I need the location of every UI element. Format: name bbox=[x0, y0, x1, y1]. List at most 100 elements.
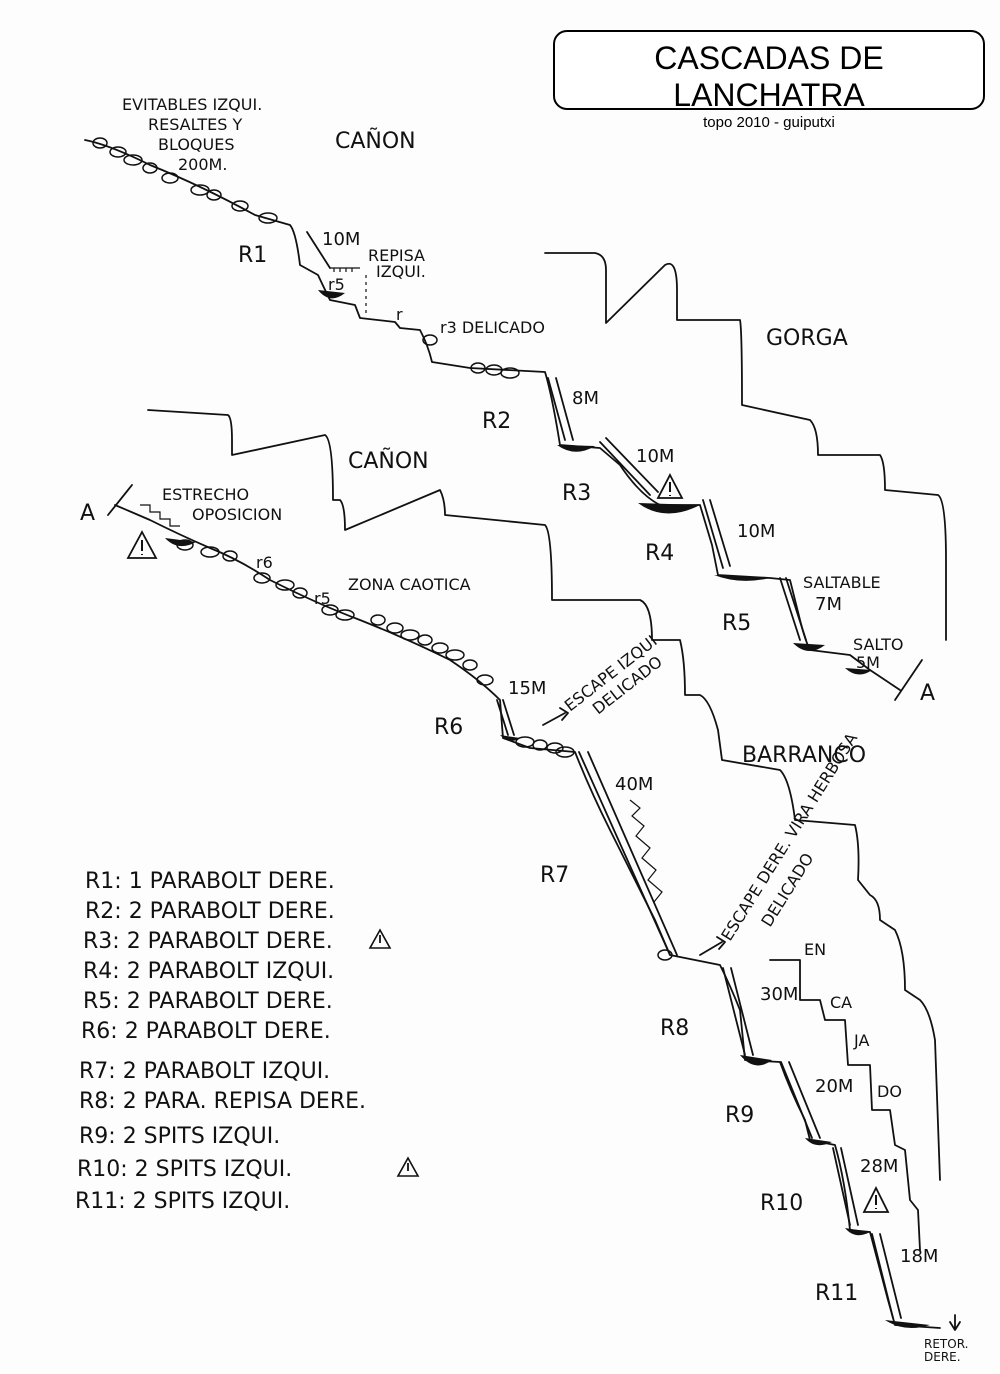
legend-item: R11: 2 SPITS IZQUI. bbox=[75, 1189, 290, 1214]
boulder bbox=[462, 659, 478, 671]
note-r3-delicado: r3 DELICADO bbox=[440, 318, 545, 337]
marker-a-line-right bbox=[894, 659, 923, 701]
boulder bbox=[253, 572, 271, 584]
warning-icon bbox=[862, 1185, 890, 1213]
boulder bbox=[500, 367, 520, 379]
boulder bbox=[555, 746, 575, 758]
boulder bbox=[222, 550, 238, 562]
drop-arrows bbox=[306, 231, 902, 1319]
boulder bbox=[431, 642, 449, 654]
boulder bbox=[386, 622, 404, 634]
rappel-height: 28M bbox=[860, 1156, 898, 1177]
boulder bbox=[92, 137, 108, 149]
warning-icon bbox=[368, 928, 392, 949]
boulder bbox=[161, 172, 179, 184]
legend-item: R5: 2 PARABOLT DERE. bbox=[83, 989, 333, 1014]
boulder bbox=[657, 949, 673, 961]
note-do: DO bbox=[877, 1082, 902, 1101]
section-canon-mid: CAÑON bbox=[348, 447, 429, 474]
note-zona: ZONA CAOTICA bbox=[348, 575, 471, 594]
warning-icon bbox=[656, 473, 684, 499]
rappel-height: 7M bbox=[815, 594, 842, 615]
rappel-id: R1 bbox=[238, 243, 267, 268]
legend-item: R9: 2 SPITS IZQUI. bbox=[79, 1124, 280, 1149]
marker-a-line-left bbox=[107, 484, 133, 516]
rappel-id: R2 bbox=[482, 409, 511, 434]
section-canon-top: CAÑON bbox=[335, 127, 416, 154]
note-r: r bbox=[396, 305, 403, 324]
anchor-legend: R1: 1 PARABOLT DERE. R2: 2 PARABOLT DERE… bbox=[75, 869, 420, 1214]
rappel-id: R10 bbox=[760, 1191, 803, 1216]
marker-a: A bbox=[920, 681, 935, 706]
rappel-height: 10M bbox=[322, 229, 360, 250]
note-retor-1: RETOR. bbox=[924, 1337, 968, 1351]
legend-item: R2: 2 PARABOLT DERE. bbox=[85, 899, 335, 924]
legend-item: R1: 1 PARABOLT DERE. bbox=[85, 869, 335, 894]
boulder bbox=[321, 604, 339, 616]
boulder bbox=[109, 146, 127, 158]
note-evitables-4: 200M. bbox=[178, 155, 227, 174]
boulder bbox=[292, 587, 308, 599]
rappel-height: 30M bbox=[760, 984, 798, 1005]
boulder bbox=[123, 154, 143, 166]
rappel-id: R5 bbox=[722, 611, 751, 636]
note-en: EN bbox=[804, 940, 826, 959]
rappel-id: R8 bbox=[660, 1016, 689, 1041]
boulder bbox=[546, 742, 564, 754]
boulder bbox=[176, 539, 194, 551]
rappel-id: R6 bbox=[434, 715, 463, 740]
rappel-height: 20M bbox=[815, 1076, 853, 1097]
warning-icon bbox=[396, 1156, 420, 1177]
note-retor-2: DERE. bbox=[924, 1350, 961, 1364]
boulder bbox=[476, 674, 494, 686]
boulder bbox=[400, 629, 420, 641]
title: CASCADAS DE LANCHATRA bbox=[654, 40, 884, 113]
note-oposicion: OPOSICION bbox=[192, 505, 282, 524]
note-saltable: SALTABLE bbox=[803, 573, 881, 592]
section-barranco: BARRANCO bbox=[742, 743, 866, 768]
boulder bbox=[532, 739, 548, 751]
rappel-id: R3 bbox=[562, 481, 591, 506]
gorga-wall bbox=[544, 252, 947, 641]
note-evitables-1: EVITABLES IZQUI. bbox=[122, 95, 262, 114]
canon-wall bbox=[147, 409, 941, 1181]
note-repisa-2: IZQUI. bbox=[376, 262, 426, 281]
rappel-id: R11 bbox=[815, 1281, 858, 1306]
boulder bbox=[190, 184, 210, 196]
rappel-height: 10M bbox=[737, 521, 775, 542]
estrecho-steps bbox=[140, 504, 180, 527]
note-ja: JA bbox=[853, 1031, 869, 1050]
boulder bbox=[417, 634, 433, 646]
escape-arrow-left bbox=[542, 707, 569, 726]
boulder bbox=[275, 579, 295, 591]
boulder bbox=[200, 546, 220, 558]
legend-item: R7: 2 PARABOLT IZQUI. bbox=[79, 1059, 330, 1084]
note-evitables-3: BLOQUES bbox=[158, 135, 234, 154]
boulder bbox=[470, 362, 486, 374]
rappel-height: 8M bbox=[572, 388, 599, 409]
legend-item: R8: 2 PARA. REPISA DERE. bbox=[79, 1089, 366, 1114]
subtitle: topo 2010 - guiputxi bbox=[703, 114, 835, 131]
rappel-height: 10M bbox=[636, 446, 674, 467]
note-r5: r5 bbox=[328, 275, 345, 294]
legend-item: R3: 2 PARABOLT DERE. bbox=[83, 929, 333, 954]
repisa-marks bbox=[330, 267, 360, 272]
boulder bbox=[142, 162, 158, 174]
note-estrecho: ESTRECHO bbox=[162, 485, 249, 504]
escape-arrow-right bbox=[699, 936, 726, 956]
note-repisa-1: REPISA bbox=[368, 246, 425, 265]
note-ca: CA bbox=[830, 993, 852, 1012]
note-r6: r6 bbox=[256, 553, 273, 572]
rappel-id: R7 bbox=[540, 863, 569, 888]
retorno-arrow bbox=[949, 1314, 961, 1331]
title-box: CASCADAS DE LANCHATRA topo 2010 - guiput… bbox=[553, 30, 985, 131]
marker-a: A bbox=[80, 501, 95, 526]
rappel-id: R9 bbox=[725, 1103, 754, 1128]
boulder bbox=[206, 189, 222, 201]
salto-height: 5M bbox=[856, 653, 880, 672]
note-salto: SALTO bbox=[853, 635, 903, 654]
boulder bbox=[258, 212, 278, 224]
streambed-upper bbox=[84, 139, 901, 691]
boulder bbox=[231, 200, 249, 212]
